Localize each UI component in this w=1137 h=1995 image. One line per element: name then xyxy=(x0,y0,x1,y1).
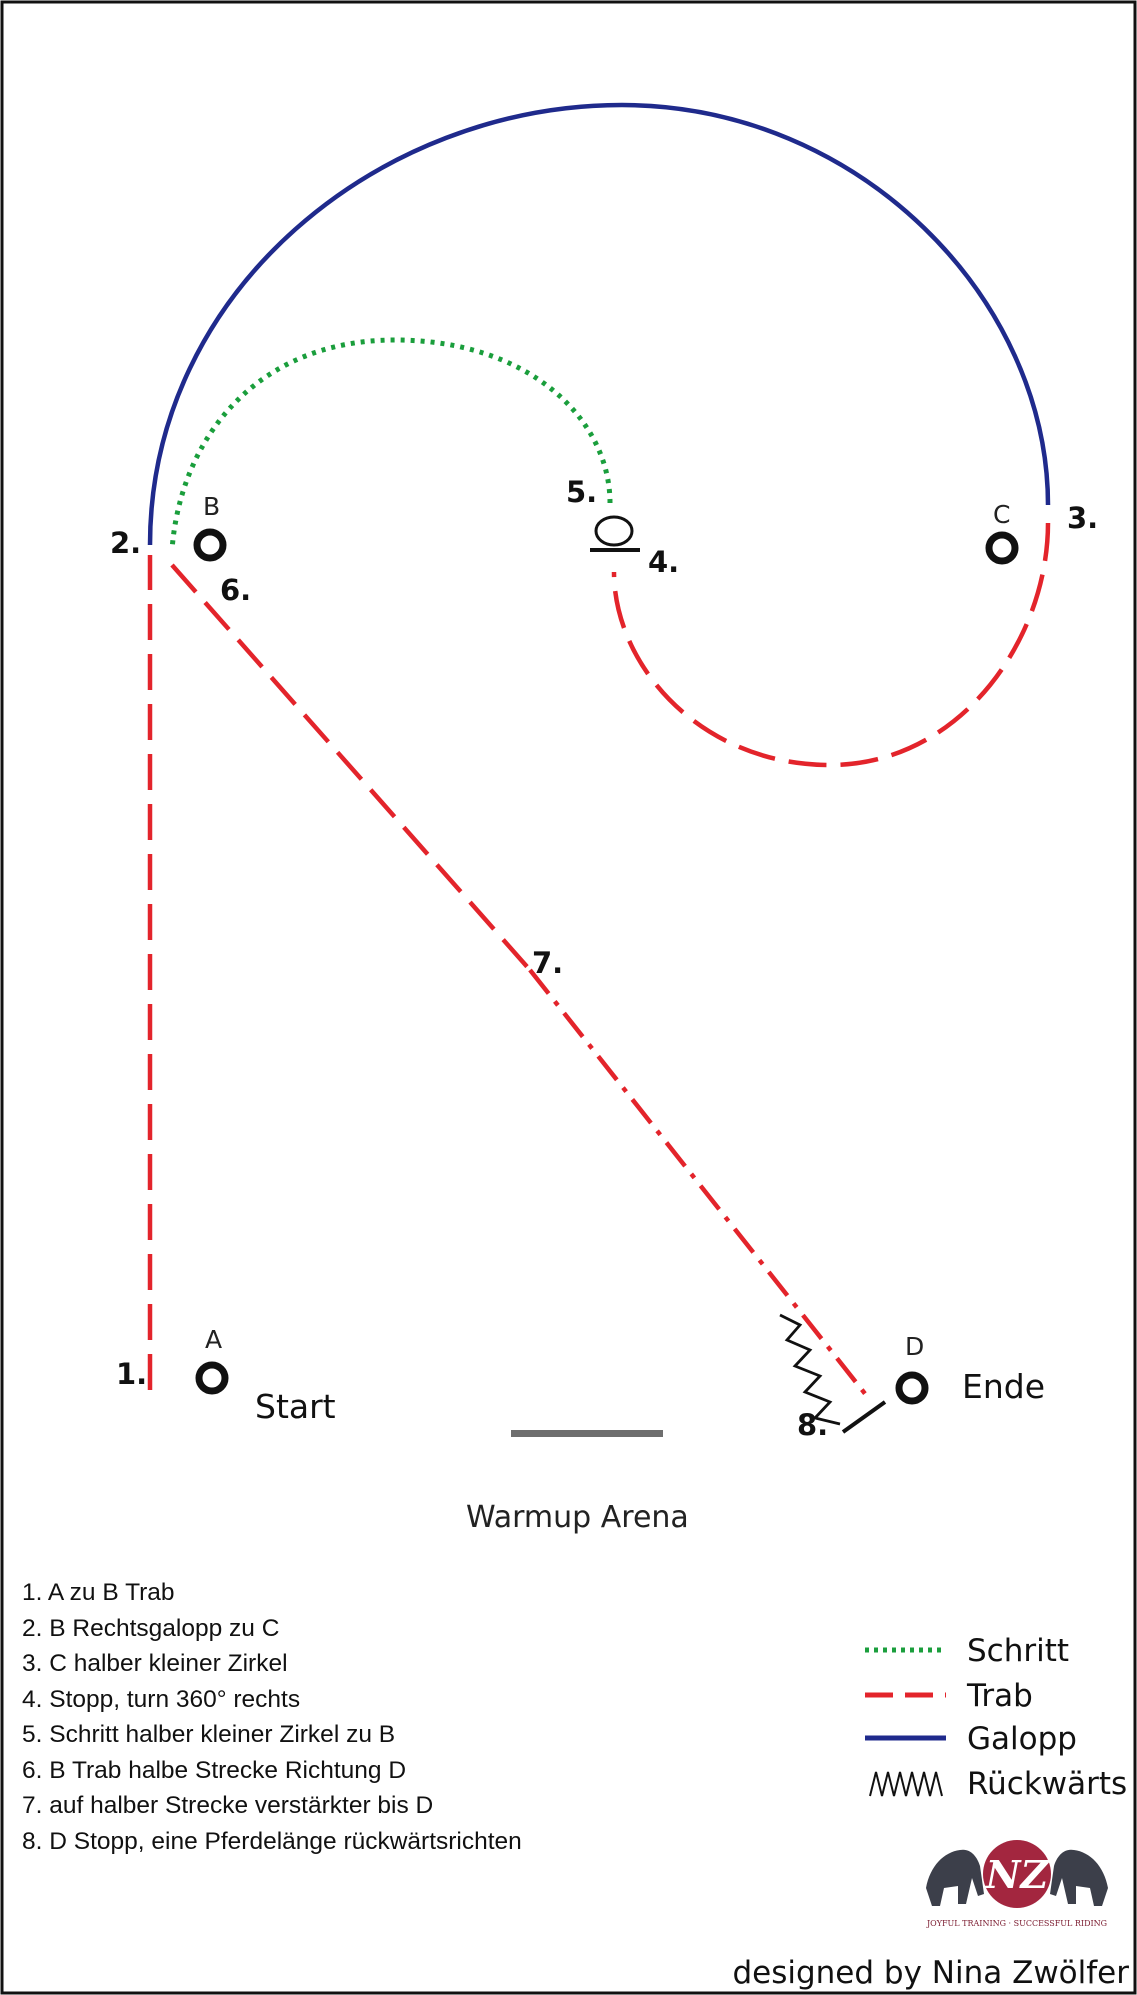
step-label-7: 7. xyxy=(532,946,563,980)
nz-logo: NZ JOYFUL TRAINING · SUCCESSFUL RIDING xyxy=(926,1840,1108,1928)
arena-label: Warmup Arena xyxy=(466,1500,689,1535)
stop-bar-8 xyxy=(841,1400,887,1434)
step-label-8: 8. xyxy=(797,1408,828,1442)
legend-rueckwaerts-swatch xyxy=(869,1771,943,1797)
reinback-zigzag xyxy=(779,1313,841,1426)
step-label-5: 5. xyxy=(566,475,597,509)
marker-a-label: A xyxy=(205,1325,222,1354)
marker-a-cone xyxy=(195,1361,229,1395)
step-label-4: 4. xyxy=(648,545,679,579)
step-label-2: 2. xyxy=(110,526,141,560)
instruction-item-2: 2. B Rechtsgalopp zu C xyxy=(22,1614,280,1642)
walk-path xyxy=(169,337,613,551)
trot-diagonal-half xyxy=(170,563,532,972)
instruction-item-8: 8. D Stopp, eine Pferdelänge rückwärtsri… xyxy=(22,1827,522,1855)
legend-trab-label: Trab xyxy=(966,1678,1033,1714)
logo-tagline: JOYFUL TRAINING · SUCCESSFUL RIDING xyxy=(926,1919,1107,1928)
right-horse-icon xyxy=(1050,1849,1108,1906)
start-label: Start xyxy=(255,1387,336,1426)
instruction-list: 1. A zu B Trab 2. B Rechtsgalopp zu C 3.… xyxy=(22,1575,522,1859)
canter-path xyxy=(147,102,1051,546)
legend: Schritt Trab Galopp Rückwärts xyxy=(865,1633,1127,1802)
legend-schritt-label: Schritt xyxy=(967,1633,1069,1669)
marker-b-label: B xyxy=(203,492,220,521)
end-label: Ende xyxy=(962,1367,1045,1406)
left-horse-icon xyxy=(926,1849,984,1906)
trot-circle-path xyxy=(611,522,1051,768)
extended-trot-diagonal xyxy=(528,968,872,1402)
instruction-item-7: 7. auf halber Strecke verstärkter bis D xyxy=(22,1792,434,1819)
marker-c-label: C xyxy=(993,500,1010,529)
legend-galopp-label: Galopp xyxy=(967,1721,1077,1757)
step-label-1: 1. xyxy=(116,1357,147,1391)
instruction-item-6: 6. B Trab halbe Strecke Richtung D xyxy=(22,1756,407,1784)
marker-c-cone xyxy=(985,531,1019,565)
marker-d-label: D xyxy=(905,1332,924,1361)
marker-d-cone xyxy=(895,1371,929,1405)
logo-monogram-badge xyxy=(983,1840,1051,1908)
arena-gate-bar xyxy=(511,1430,663,1437)
logo-monogram: NZ xyxy=(985,1852,1050,1897)
marker-b-cone xyxy=(193,528,227,562)
turn-360-icon xyxy=(590,515,640,552)
legend-rueckwaerts-label: Rückwärts xyxy=(967,1766,1127,1802)
instruction-item-5: 5. Schritt halber kleiner Zirkel zu B xyxy=(22,1721,396,1748)
instruction-item-4: 4. Stopp, turn 360° rechts xyxy=(22,1685,301,1713)
instruction-item-1: 1. A zu B Trab xyxy=(22,1579,175,1606)
credit-text: designed by Nina Zwölfer xyxy=(732,1955,1129,1991)
instruction-item-3: 3. C halber kleiner Zirkel xyxy=(22,1650,288,1677)
step-label-3: 3. xyxy=(1067,501,1098,535)
step-label-6: 6. xyxy=(220,573,251,607)
